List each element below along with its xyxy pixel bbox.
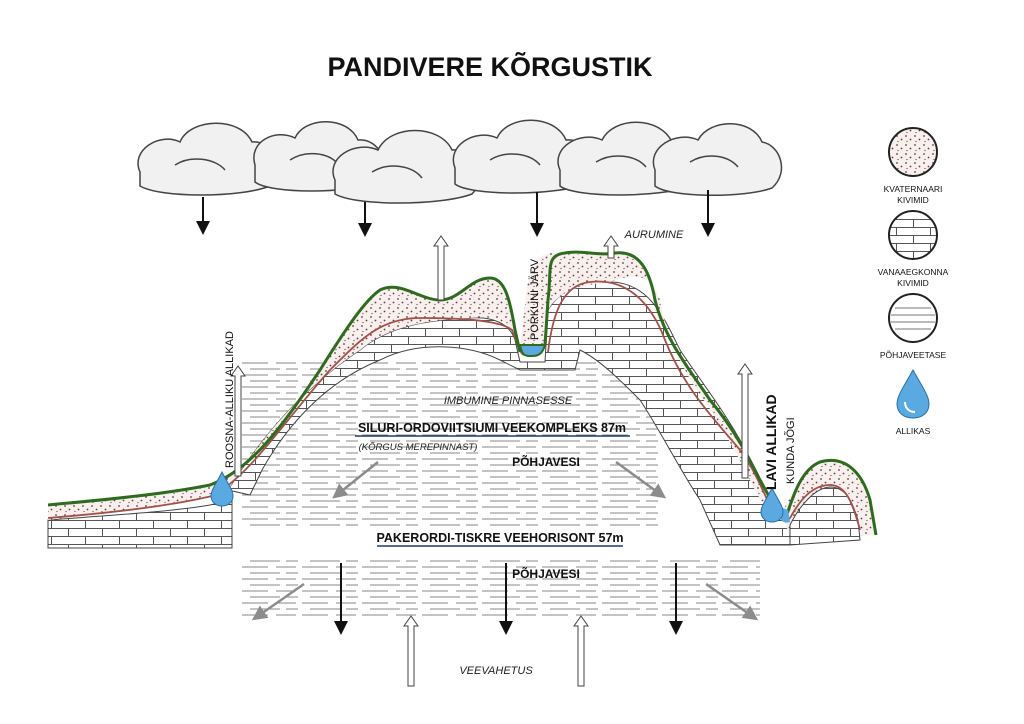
legend-kvaternaari: KVATERNAARI KIVIMID [884,127,943,205]
cloud [452,119,593,194]
evap-arrow [737,363,753,479]
veevahetus-arrow [573,615,589,687]
kunda-label: KUNDA JÕGI [784,417,797,484]
groundwater-lines [240,360,760,618]
groundwater-flow-arrows [251,460,759,621]
legend-label: PÕHJAVEETASE [880,350,947,360]
cloud [137,122,278,196]
lower-aquifer-lines [240,560,760,618]
lines-circle-icon [888,293,938,343]
evap-arrow [603,235,619,259]
korgus-label: (KÕRGUS MEREPINNAST) [359,442,478,453]
pohjavesi-upper-label: PÕHJAVESI [512,454,580,469]
legend: KVATERNAARI KIVIMID VANAAEGKONNA KIVIMID… [878,127,949,436]
precipitation-arrows [196,190,715,237]
evaporation-arrows [230,235,753,687]
legend-label: VANAAEGKONNA [878,267,949,277]
water-drop-icon [896,368,930,419]
flow-arrow [615,460,667,499]
legend-pohjaveetase: PÕHJAVEETASE [880,293,947,360]
evap-arrow [433,235,449,301]
cloud [652,123,783,196]
evap-arrow [230,365,246,477]
veevahetus-arrow [403,615,419,687]
aurumine-label: AURUMINE [624,229,684,241]
veevahetus-label: VEEVAHETUS [459,665,533,677]
surface-line [47,250,878,536]
legend-label: KIVIMID [897,278,929,288]
cloud [332,129,481,204]
legend-label: KVATERNAARI [884,184,943,194]
porkuni-label: PORKUNI JÄRV [529,258,541,340]
lavi-label: LAVI ALLIKAD [763,394,779,490]
lavi-spring-drop [760,486,784,523]
flow-arrow [251,582,305,621]
legend-label: KIVIMID [897,195,929,205]
roosna-spring-drop [210,470,234,507]
clouds [137,119,783,204]
dotted-circle-icon [888,127,938,177]
flow-arrow [332,461,379,499]
legend-allikas: ALLIKAS [896,368,931,436]
imbumine-label: IMBUMINE PINNASESSE [444,395,573,407]
quaternary-cover [48,252,770,521]
plateau-bedrock [227,281,791,546]
porkuni-lake [518,344,547,358]
flow-arrow [705,582,759,621]
pakerordi-label: PAKERORDI-TISKRE VEEHORISONT 57m [376,531,623,545]
siluri-label: SILURI-ORDOVIITSIUMI VEEKOMPLEKS 87m [358,421,626,435]
pohjavesi-lower-label: PÕHJAVESI [512,566,580,581]
roosna-label: ROOSNA-ALLIKU ALLIKAD [224,331,236,468]
downward-arrows [334,563,683,635]
legend-vanaaegkonna: VANAAEGKONNA KIVIMID [878,210,949,288]
legend-label: ALLIKAS [896,426,931,436]
diagram-title: PANDIVERE KÕRGUSTIK [327,51,653,82]
brick-circle-icon [888,210,938,260]
